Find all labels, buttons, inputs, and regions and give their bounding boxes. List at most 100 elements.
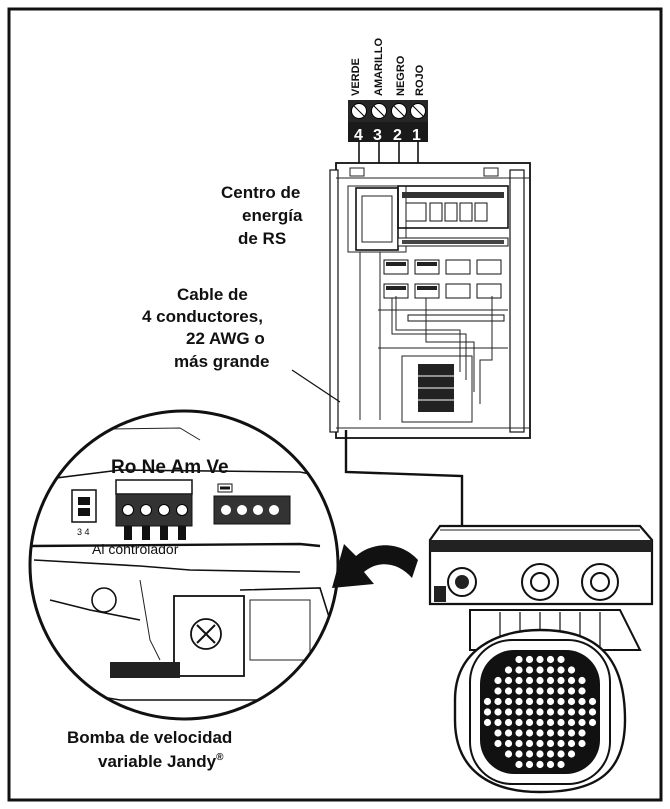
pump-label-line1: Bomba de velocidad xyxy=(67,728,232,747)
grille-hole xyxy=(578,708,586,716)
grille-hole xyxy=(494,676,502,685)
cable-label-line4: más grande xyxy=(174,352,269,371)
variable-speed-pump xyxy=(428,524,654,794)
grille-hole xyxy=(588,708,597,716)
grille-hole xyxy=(557,760,565,769)
grille-hole xyxy=(557,750,565,758)
cable-label-line2: 4 conductores, xyxy=(142,307,263,326)
fan-grille xyxy=(483,655,597,769)
terminal-number-4: 4 xyxy=(354,127,363,144)
energy-center-line3: de RS xyxy=(238,229,286,248)
zoom-detail: Ro Ne Am Ve 3 4 Al controlador xyxy=(28,409,340,721)
grille-hole xyxy=(515,676,523,685)
grille-hole xyxy=(567,687,576,695)
energy-center-panel xyxy=(329,162,531,439)
grille-hole xyxy=(525,718,534,727)
terminal-block: VERDE AMARILLO NEGRO ROJO 4 3 2 1 xyxy=(348,38,428,144)
grille-hole xyxy=(494,697,502,706)
grille-hole xyxy=(483,697,492,706)
grille-hole xyxy=(504,729,513,737)
grille-hole xyxy=(536,697,544,706)
energy-center-line2: energía xyxy=(242,206,303,225)
grille-hole xyxy=(546,750,555,758)
grille-hole xyxy=(504,718,513,727)
grille-hole xyxy=(567,739,576,748)
grille-hole xyxy=(536,676,544,685)
grille-hole xyxy=(515,718,523,727)
wire-label-negro: NEGRO xyxy=(395,55,407,96)
grille-hole xyxy=(515,666,523,674)
grille-hole xyxy=(546,739,555,748)
diagram-frame xyxy=(7,7,663,802)
controller-connector xyxy=(115,479,193,540)
grille-hole xyxy=(588,718,597,727)
cable-label-line1: Cable de xyxy=(177,285,248,304)
wire-label-rojo: ROJO xyxy=(414,64,426,96)
grille-hole xyxy=(546,760,555,769)
grille-hole xyxy=(557,676,565,685)
cable-label-line3: 22 AWG o xyxy=(186,329,265,348)
grille-hole xyxy=(546,718,555,727)
grille-hole xyxy=(525,739,534,748)
grille-hole xyxy=(515,655,523,664)
grille-hole xyxy=(515,760,523,769)
grille-hole xyxy=(567,697,576,706)
cable-glands xyxy=(447,563,619,601)
dip-switch xyxy=(71,489,97,523)
pump-label-line2: variable Jandy® xyxy=(98,752,224,771)
grille-hole xyxy=(525,760,534,769)
grille-hole xyxy=(525,697,534,706)
grille-hole xyxy=(515,708,523,716)
wire-label-amarillo: AMARILLO xyxy=(373,38,385,96)
grille-hole xyxy=(525,708,534,716)
grille-hole xyxy=(504,676,513,685)
grille-hole xyxy=(536,708,544,716)
energy-center-label: Centro de energía de RS xyxy=(221,183,303,248)
grille-hole xyxy=(567,676,576,685)
grille-hole xyxy=(578,687,586,695)
grille-hole xyxy=(578,676,586,685)
grille-hole xyxy=(536,729,544,737)
direction-arrow xyxy=(332,544,418,588)
grille-hole xyxy=(546,655,555,664)
grille-hole xyxy=(557,739,565,748)
energy-center-line1: Centro de xyxy=(221,183,300,202)
grille-hole xyxy=(504,750,513,758)
grille-hole xyxy=(515,739,523,748)
wire-label-verde: VERDE xyxy=(350,58,362,96)
grille-hole xyxy=(525,666,534,674)
grille-hole xyxy=(557,729,565,737)
grille-hole xyxy=(567,666,576,674)
grille-hole xyxy=(557,666,565,674)
grille-hole xyxy=(567,729,576,737)
cable-leader-line xyxy=(291,369,341,403)
grille-hole xyxy=(578,739,586,748)
grille-hole xyxy=(536,655,544,664)
terminal-number-2: 2 xyxy=(393,127,402,144)
grille-hole xyxy=(536,750,544,758)
grille-hole xyxy=(525,655,534,664)
grille-hole xyxy=(557,718,565,727)
grille-hole xyxy=(504,708,513,716)
grille-hole xyxy=(578,729,586,737)
grille-hole xyxy=(588,697,597,706)
controller-label: Al controlador xyxy=(92,541,179,557)
grille-hole xyxy=(504,739,513,748)
grille-hole xyxy=(536,760,544,769)
grille-hole xyxy=(515,687,523,695)
grille-hole xyxy=(494,687,502,695)
grille-hole xyxy=(515,697,523,706)
grille-hole xyxy=(567,718,576,727)
grille-hole xyxy=(546,687,555,695)
grille-hole xyxy=(536,739,544,748)
cable-label: Cable de 4 conductores, 22 AWG o más gra… xyxy=(142,285,269,371)
grille-hole xyxy=(578,718,586,727)
grille-hole xyxy=(546,729,555,737)
grille-hole xyxy=(578,697,586,706)
grille-hole xyxy=(536,718,544,727)
grille-hole xyxy=(494,729,502,737)
wire-header-labels: Ro Ne Am Ve xyxy=(111,457,229,478)
terminal-number-3: 3 xyxy=(373,127,382,144)
dip-switch-numbers: 3 4 xyxy=(77,527,90,537)
